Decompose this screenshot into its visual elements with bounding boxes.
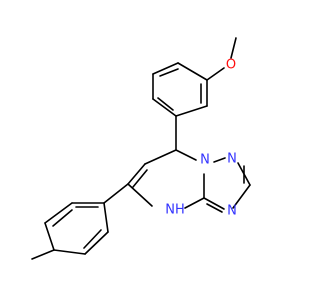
bond-tolyl-methyl: [31, 249, 55, 260]
molecule-drawing: O N N N NH: [31, 37, 251, 260]
bond-methyl-o: [230, 37, 237, 59]
atom-n-triazole-top: N: [227, 152, 237, 167]
atom-n-bridge: N: [200, 153, 210, 168]
atom-nh: NH: [165, 203, 185, 218]
bond-c5-tolyl: [103, 183, 129, 204]
methoxyphenyl-ring: [152, 62, 208, 117]
pyrimidine-ring: [127, 149, 205, 209]
tolyl-ring: [44, 202, 109, 255]
atom-n-triazole-bottom: N: [227, 204, 237, 219]
bond-o-aryl: [206, 67, 225, 81]
triazole-ring: [203, 157, 251, 213]
structure-canvas: O N N N NH: [31, 37, 251, 260]
atom-o: O: [226, 58, 236, 73]
